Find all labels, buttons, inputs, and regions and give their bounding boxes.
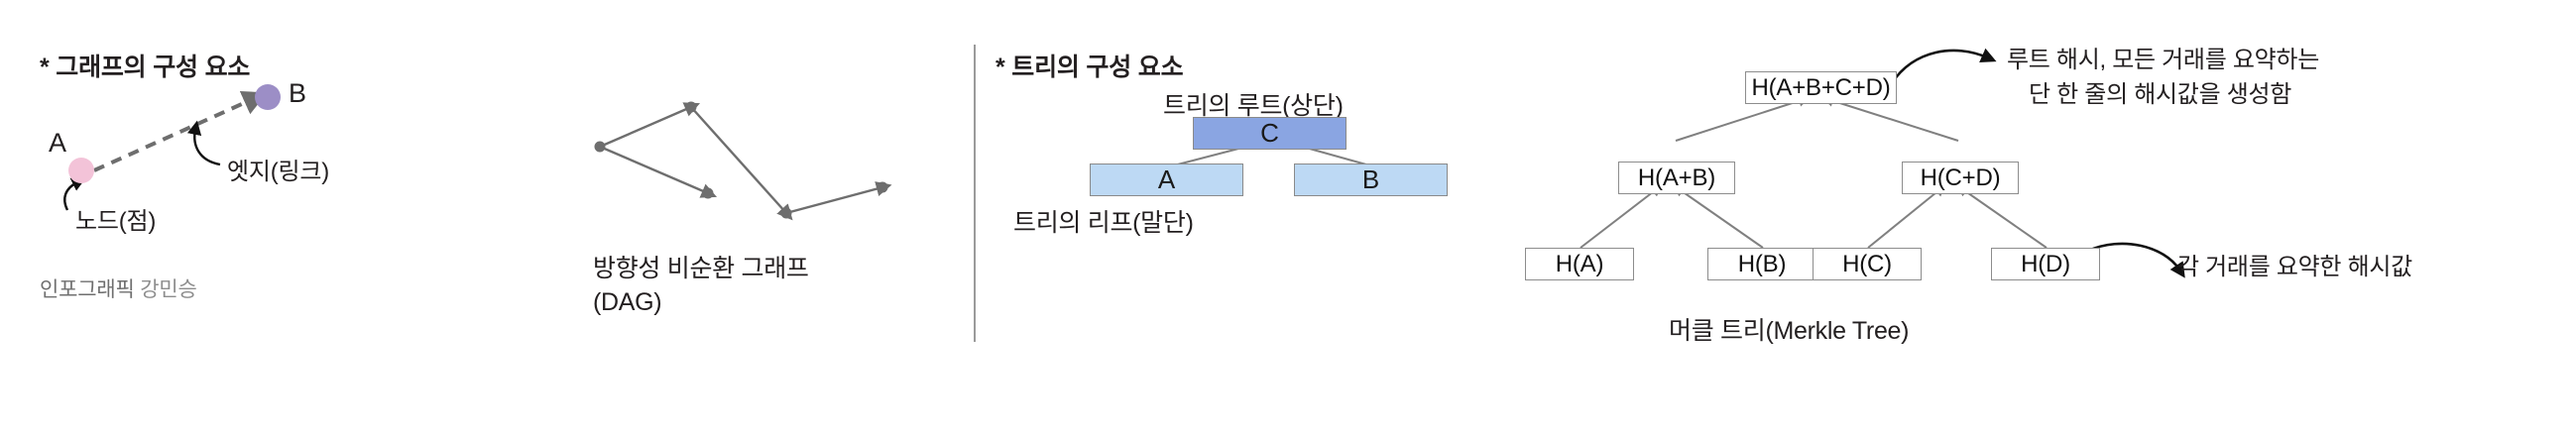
merkle-node-hcd: H(C+D) bbox=[1902, 162, 2019, 194]
merkle-root-box: H(A+B+C+D) bbox=[1745, 71, 1897, 104]
graph-section-title: * 그래프의 구성 요소 bbox=[40, 54, 251, 81]
graph-edge-annotation: 엣지(링크) bbox=[227, 159, 330, 185]
merkle-edge-hc-to-hcd bbox=[1867, 184, 1946, 249]
credit-line: 인포그래픽 강민승 bbox=[40, 273, 197, 303]
tree-root-label: 트리의 루트(상단) bbox=[1163, 92, 1344, 120]
merkle-root-annotation: 루트 해시, 모든 거래를 요약하는 단 한 줄의 해시값을 생성함 bbox=[2007, 44, 2319, 113]
tree-leaf-label: 트리의 리프(말단) bbox=[1013, 209, 1194, 237]
credit-author: 강민승 bbox=[140, 278, 197, 301]
merkle-leaf-hc: H(C) bbox=[1813, 248, 1922, 280]
merkle-root-annotation-line1: 루트 해시, 모든 거래를 요약하는 bbox=[2007, 47, 2319, 73]
tree-root-box: C bbox=[1193, 117, 1347, 150]
graph-node-b-letter: B bbox=[289, 78, 307, 108]
graph-node-a-dot bbox=[68, 158, 94, 183]
graph-node-a-letter: A bbox=[49, 128, 67, 158]
dag-node bbox=[877, 181, 888, 193]
tree-leaf-box-a: A bbox=[1090, 164, 1243, 196]
section-divider bbox=[974, 45, 976, 342]
dag-node bbox=[702, 187, 714, 199]
credit-prefix: 인포그래픽 bbox=[40, 278, 135, 301]
merkle-node-hab: H(A+B) bbox=[1618, 162, 1735, 194]
dag-caption-line1: 방향성 비순환 그래프 bbox=[593, 255, 809, 282]
dag-edge-n2-n4 bbox=[690, 106, 793, 221]
merkle-leaf-callout-arrow bbox=[2087, 242, 2185, 278]
dag-edge-n4-n5 bbox=[785, 181, 892, 215]
merkle-edge-hab-to-root bbox=[1675, 95, 1811, 142]
merkle-root-annotation-line2: 단 한 줄의 해시값을 생성함 bbox=[2029, 80, 2292, 108]
merkle-leaf-annotation: 각 거래를 요약한 해시값 bbox=[2177, 254, 2412, 280]
dag-edge-n1-n2 bbox=[599, 102, 701, 149]
tree-section-title: * 트리의 구성 요소 bbox=[995, 54, 1184, 81]
dag-node bbox=[594, 141, 606, 153]
dag-caption: 방향성 비순환 그래프 (DAG) bbox=[593, 253, 809, 319]
merkle-caption: 머클 트리(Merkle Tree) bbox=[1669, 317, 1910, 345]
merkle-edge-hd-to-hcd bbox=[1956, 184, 2048, 249]
merkle-leaf-ha: H(A) bbox=[1525, 248, 1634, 280]
tree-leaf-box-b: B bbox=[1294, 164, 1448, 196]
dag-caption-line2: (DAG) bbox=[593, 287, 662, 316]
merkle-edge-hcd-to-root bbox=[1821, 95, 1959, 142]
merkle-edge-ha-to-hab bbox=[1580, 184, 1663, 249]
dag-edge-n1-n3 bbox=[599, 145, 718, 198]
graph-node-b-dot bbox=[255, 84, 281, 110]
merkle-leaf-hd: H(D) bbox=[1991, 248, 2100, 280]
graph-node-annotation: 노드(점) bbox=[75, 208, 157, 235]
merkle-root-callout-arrow bbox=[1890, 48, 1997, 84]
merkle-leaf-hb: H(B) bbox=[1707, 248, 1816, 280]
dag-node bbox=[780, 207, 792, 219]
merkle-edge-hb-to-hab bbox=[1673, 184, 1764, 249]
edge-callout-arrow bbox=[187, 120, 221, 166]
dag-node bbox=[685, 101, 697, 113]
